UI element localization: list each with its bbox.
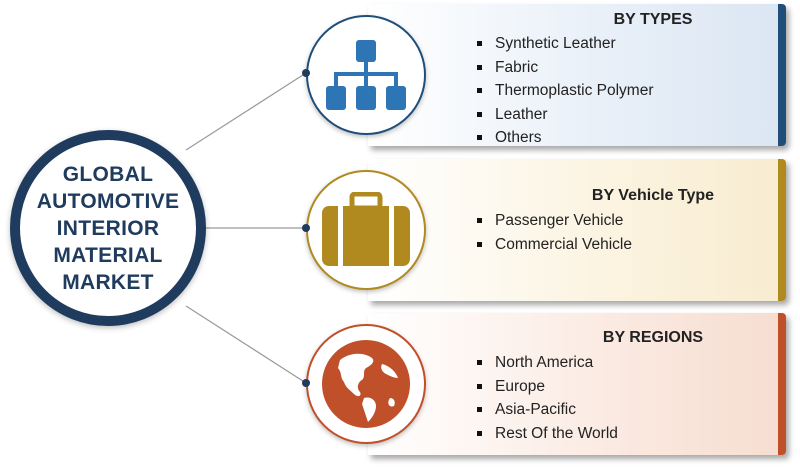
vehicle-type-list: Passenger Vehicle Commercial Vehicle — [468, 209, 632, 256]
list-item-label: Passenger Vehicle — [495, 212, 624, 229]
bullet-icon — [477, 88, 482, 93]
briefcase-icon — [322, 192, 410, 266]
list-item-label: Others — [495, 129, 542, 146]
list-item-label: Synthetic Leather — [495, 35, 616, 52]
bullet-icon — [477, 218, 482, 223]
list-item-label: Leather — [495, 105, 548, 123]
list-item: Thermoplastic Polymer — [468, 79, 654, 103]
globe-icon — [322, 340, 410, 428]
list-item-label: Thermoplastic Polymer — [495, 82, 654, 99]
bullet-icon — [477, 64, 482, 70]
list-item-label: Fabric — [495, 58, 539, 76]
regions-panel-edge — [778, 313, 786, 455]
connector-dot-types — [302, 69, 310, 77]
bullet-icon — [477, 241, 482, 247]
list-item-label: Europe — [495, 377, 545, 395]
list-item: Asia-Pacific — [468, 398, 618, 422]
list-item: Leather — [468, 103, 654, 127]
hierarchy-icon — [326, 40, 406, 110]
list-item: Commercial Vehicle — [468, 233, 632, 257]
bullet-icon — [477, 383, 482, 389]
vehicle-panel-edge — [778, 159, 786, 301]
regions-title: BY REGIONS — [602, 329, 704, 346]
bullet-icon — [477, 407, 482, 412]
types-title: BY TYPES — [613, 11, 693, 28]
list-item-label: Rest Of the World — [495, 424, 618, 442]
connector-types — [185, 72, 307, 151]
list-item: Synthetic Leather — [468, 32, 654, 56]
list-item: North America — [468, 351, 618, 375]
connector-regions — [185, 305, 307, 384]
list-item: Rest Of the World — [468, 422, 618, 446]
types-panel: BY TYPES Synthetic Leather Fabric Thermo… — [368, 4, 786, 146]
list-item: Europe — [468, 375, 618, 399]
connector-dot-vehicle — [302, 224, 310, 232]
list-item: Fabric — [468, 56, 654, 80]
bullet-icon — [477, 430, 482, 436]
bullet-icon — [477, 111, 482, 117]
regions-icon-circle — [306, 324, 426, 444]
bullet-icon — [477, 41, 482, 46]
list-item: Passenger Vehicle — [468, 209, 632, 233]
bullet-icon — [477, 135, 482, 140]
types-icon-circle — [306, 15, 426, 135]
vehicle-type-title: BY Vehicle Type — [591, 187, 715, 204]
regions-panel: BY REGIONS North America Europe Asia-Pac… — [368, 313, 786, 455]
list-item-label: Asia-Pacific — [495, 401, 576, 418]
vehicle-icon-circle — [306, 170, 426, 290]
list-item-label: Commercial Vehicle — [495, 235, 632, 253]
types-panel-edge — [778, 4, 786, 146]
market-hub-circle: GLOBAL AUTOMOTIVE INTERIOR MATERIAL MARK… — [10, 130, 206, 326]
connector-dot-regions — [302, 379, 310, 387]
market-title: GLOBAL AUTOMOTIVE INTERIOR MATERIAL MARK… — [36, 162, 180, 294]
list-item: Others — [468, 126, 654, 150]
regions-list: North America Europe Asia-Pacific Rest O… — [468, 351, 618, 445]
bullet-icon — [477, 360, 482, 365]
list-item-label: North America — [495, 354, 594, 371]
vehicle-type-panel: BY Vehicle Type Passenger Vehicle Commer… — [368, 159, 786, 301]
types-list: Synthetic Leather Fabric Thermoplastic P… — [468, 32, 654, 150]
